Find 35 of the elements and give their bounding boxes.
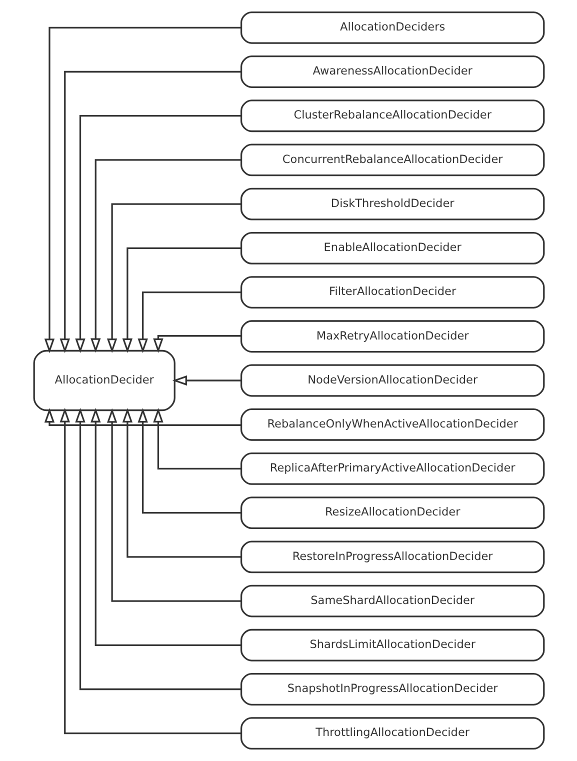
node-box: ThrottlingAllocationDecider [240,717,544,750]
arrow [137,291,241,354]
arrow [74,408,240,690]
arrow [172,375,240,386]
node-box: RebalanceOnlyWhenActiveAllocationDecider [240,408,544,441]
node-box: AllocationDecider [32,350,175,412]
arrow [74,115,240,354]
node-box: ShardsLimitAllocationDecider [240,628,544,662]
arrow [137,408,241,514]
arrow [152,335,241,353]
node-box: ConcurrentRebalanceAllocationDecider [240,144,544,176]
node-box: DiskThresholdDecider [240,188,544,220]
arrow [106,203,241,354]
arrow [90,408,241,646]
arrow [90,159,241,353]
node-box: AllocationDeciders [240,11,544,44]
node-box: RestoreInProgressAllocationDecider [240,540,544,574]
arrow [44,408,241,426]
arrow [59,70,241,354]
node-box: NodeVersionAllocationDecider [240,364,544,397]
node-box: SnapshotInProgressAllocationDecider [240,673,544,706]
arrow [152,408,241,470]
arrow [122,408,241,558]
node-box: AwarenessAllocationDecider [240,56,544,88]
arrow [59,408,241,734]
node-box: ReplicaAfterPrimaryActiveAllocationDecider [240,452,544,485]
arrow [106,408,241,602]
arrow [44,26,241,354]
node-box: MaxRetryAllocationDecider [240,320,544,353]
node-box: ResizeAllocationDecider [240,496,544,530]
node-box: EnableAllocationDecider [240,232,544,264]
arrow [122,247,241,353]
node-box: SameShardAllocationDecider [240,584,544,618]
node-box: FilterAllocationDecider [240,276,544,308]
node-box: ClusterRebalanceAllocationDecider [240,100,544,132]
